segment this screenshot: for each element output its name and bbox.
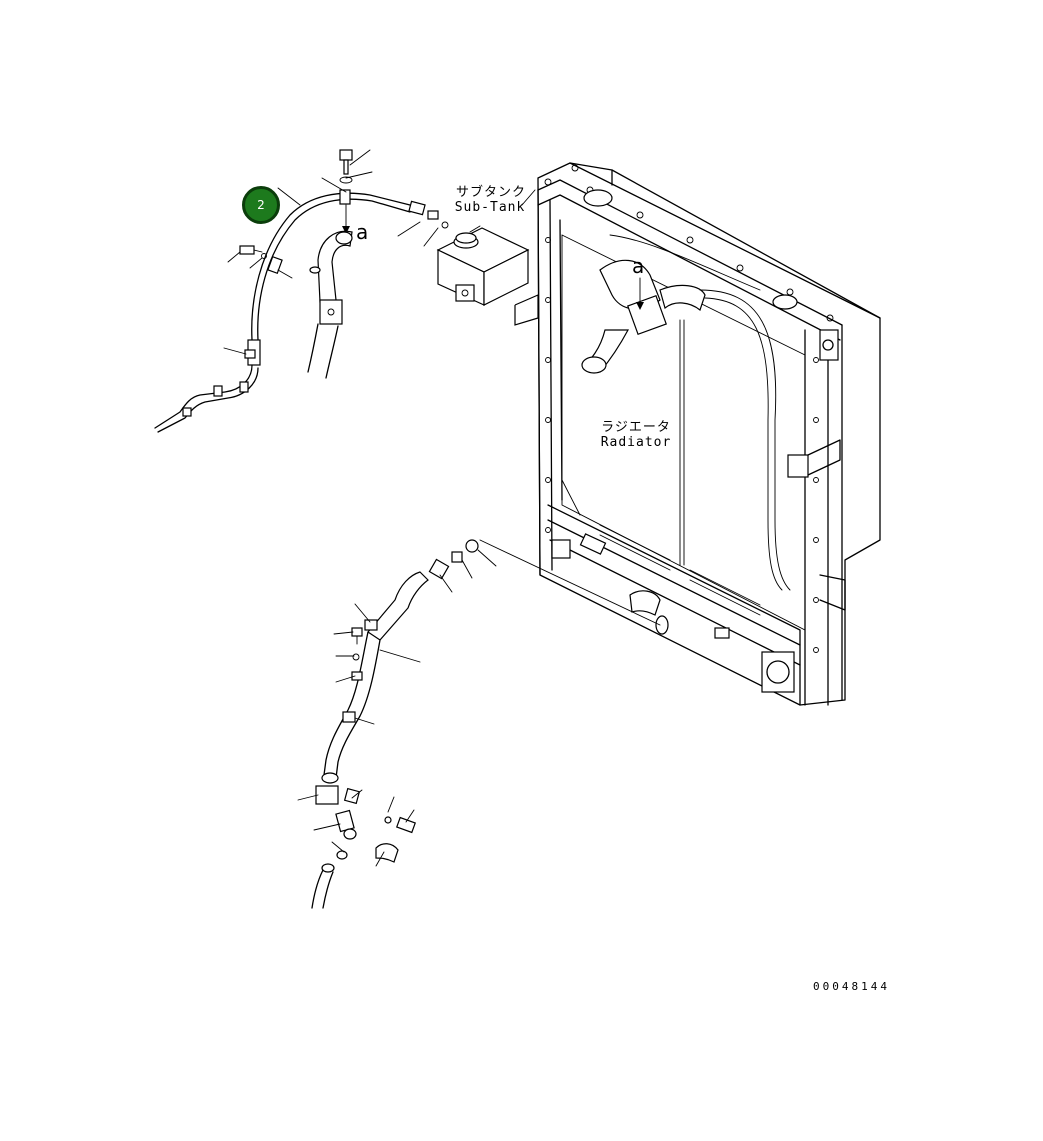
radiator-assembly bbox=[479, 162, 881, 706]
leader-lines bbox=[223, 149, 641, 867]
sub-tank-label-jp: サブタンク bbox=[456, 185, 527, 200]
lower-radiator-hose bbox=[311, 539, 479, 909]
sub-tank-label-en: Sub-Tank bbox=[454, 200, 526, 215]
marker-a-right: a bbox=[632, 254, 645, 278]
radiator-label-en: Radiator bbox=[600, 435, 672, 450]
upper-overflow-pipe bbox=[154, 149, 449, 433]
upper-radiator-hose bbox=[307, 230, 353, 379]
callout-badge-2[interactable]: 2 bbox=[242, 186, 280, 224]
sub-tank bbox=[436, 225, 530, 306]
marker-a-left: a bbox=[356, 220, 369, 244]
radiator-label-jp: ラジエータ bbox=[601, 420, 671, 435]
drawing-number: 00048144 bbox=[813, 980, 890, 993]
